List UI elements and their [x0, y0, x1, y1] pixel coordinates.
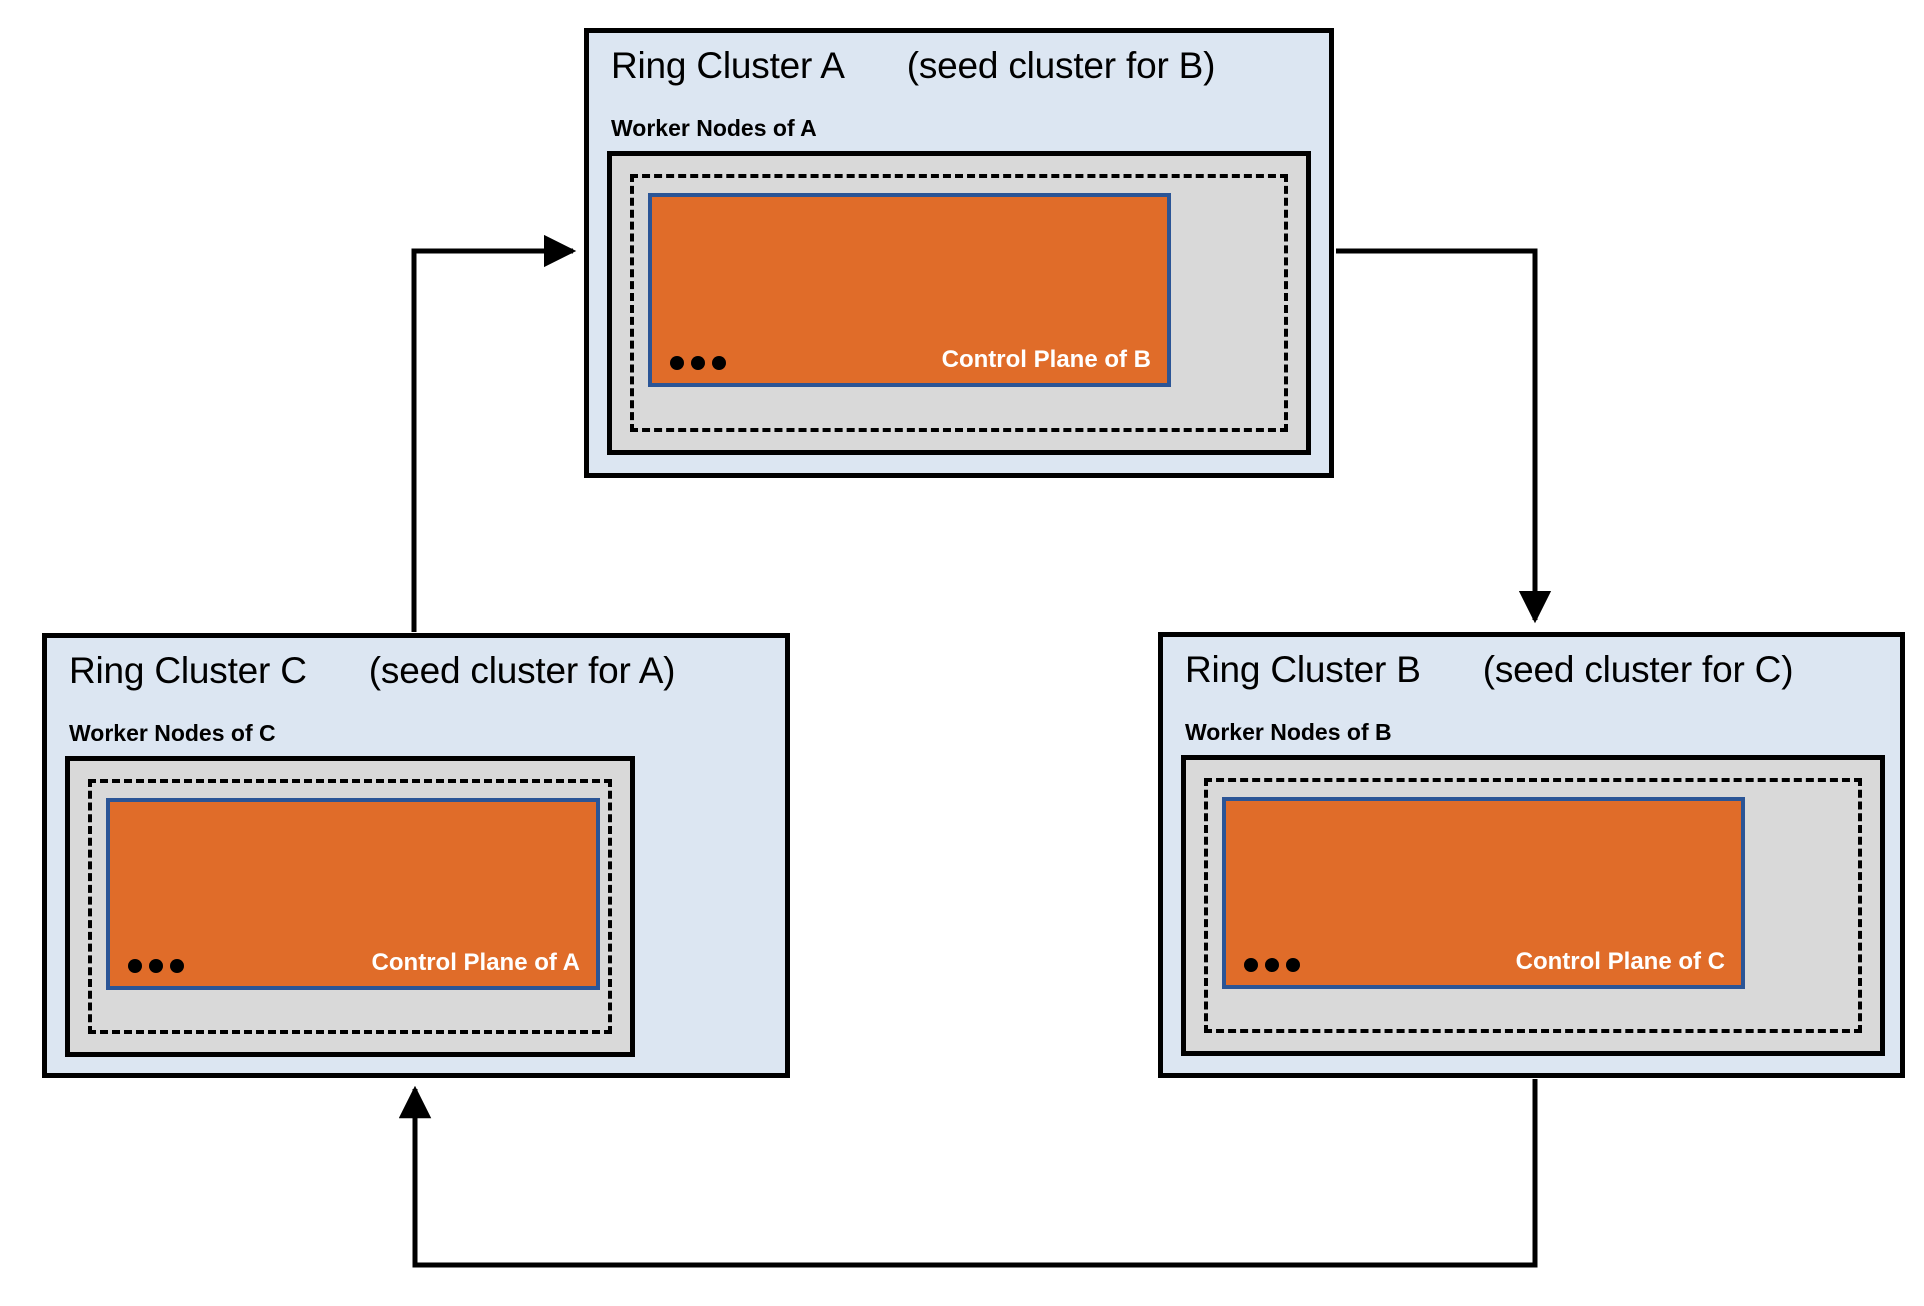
- dot: [691, 356, 705, 370]
- cluster-b-title-main: Ring Cluster B: [1185, 649, 1421, 690]
- dot: [170, 959, 184, 973]
- cluster-b-worker-label: Worker Nodes of B: [1185, 719, 1392, 745]
- cluster-b-dashed-frame: [1204, 778, 1862, 1033]
- cluster-b-ellipsis-dots: [1244, 958, 1300, 972]
- cluster-a-seed-note: (seed cluster for B): [906, 45, 1216, 86]
- cluster-c-control-plane-box[interactable]: Control Plane of A: [106, 798, 600, 990]
- dot: [1286, 958, 1300, 972]
- cluster-b-seed-note: (seed cluster for C): [1482, 649, 1794, 690]
- cluster-a-title-main: Ring Cluster A: [611, 45, 845, 86]
- cluster-a-dashed-frame: [630, 174, 1288, 432]
- dot: [712, 356, 726, 370]
- cluster-c-dashed-frame: [88, 779, 612, 1034]
- cluster-a-control-plane-label: Control Plane of B: [941, 346, 1151, 373]
- dot: [1265, 958, 1279, 972]
- arrow-a-to-b: [1336, 248, 1552, 624]
- cluster-a-control-plane-box[interactable]: Control Plane of B: [648, 193, 1171, 387]
- cluster-b[interactable]: Ring Cluster B (seed cluster for C) Work…: [1158, 632, 1905, 1078]
- cluster-c-title-main: Ring Cluster C: [69, 650, 307, 691]
- cluster-a-worker-label: Worker Nodes of A: [611, 115, 817, 141]
- arrow-c-to-a: [411, 234, 577, 632]
- cluster-a-title: Ring Cluster A (seed cluster for B): [611, 45, 1215, 87]
- cluster-c-worker-label: Worker Nodes of C: [69, 720, 276, 746]
- cluster-c-ellipsis-dots: [128, 959, 184, 973]
- dot: [128, 959, 142, 973]
- cluster-c-seed-note: (seed cluster for A): [368, 650, 676, 691]
- cluster-c-control-plane-label: Control Plane of A: [371, 949, 580, 976]
- cluster-c-worker-nodes-box[interactable]: Control Plane of A: [65, 756, 635, 1057]
- dot: [670, 356, 684, 370]
- cluster-a-ellipsis-dots: [670, 356, 726, 370]
- cluster-b-control-plane-label: Control Plane of C: [1515, 948, 1725, 975]
- arrow-b-to-c: [398, 1079, 1538, 1268]
- cluster-b-control-plane-box[interactable]: Control Plane of C: [1222, 797, 1745, 989]
- dot: [1244, 958, 1258, 972]
- dot: [149, 959, 163, 973]
- cluster-b-worker-nodes-box[interactable]: Control Plane of C: [1181, 755, 1885, 1056]
- cluster-c-title: Ring Cluster C (seed cluster for A): [69, 650, 675, 692]
- cluster-a[interactable]: Ring Cluster A (seed cluster for B) Work…: [584, 28, 1334, 478]
- cluster-a-worker-nodes-box[interactable]: Control Plane of B: [607, 151, 1311, 455]
- cluster-b-title: Ring Cluster B (seed cluster for C): [1185, 649, 1794, 691]
- cluster-c[interactable]: Ring Cluster C (seed cluster for A) Work…: [42, 633, 790, 1078]
